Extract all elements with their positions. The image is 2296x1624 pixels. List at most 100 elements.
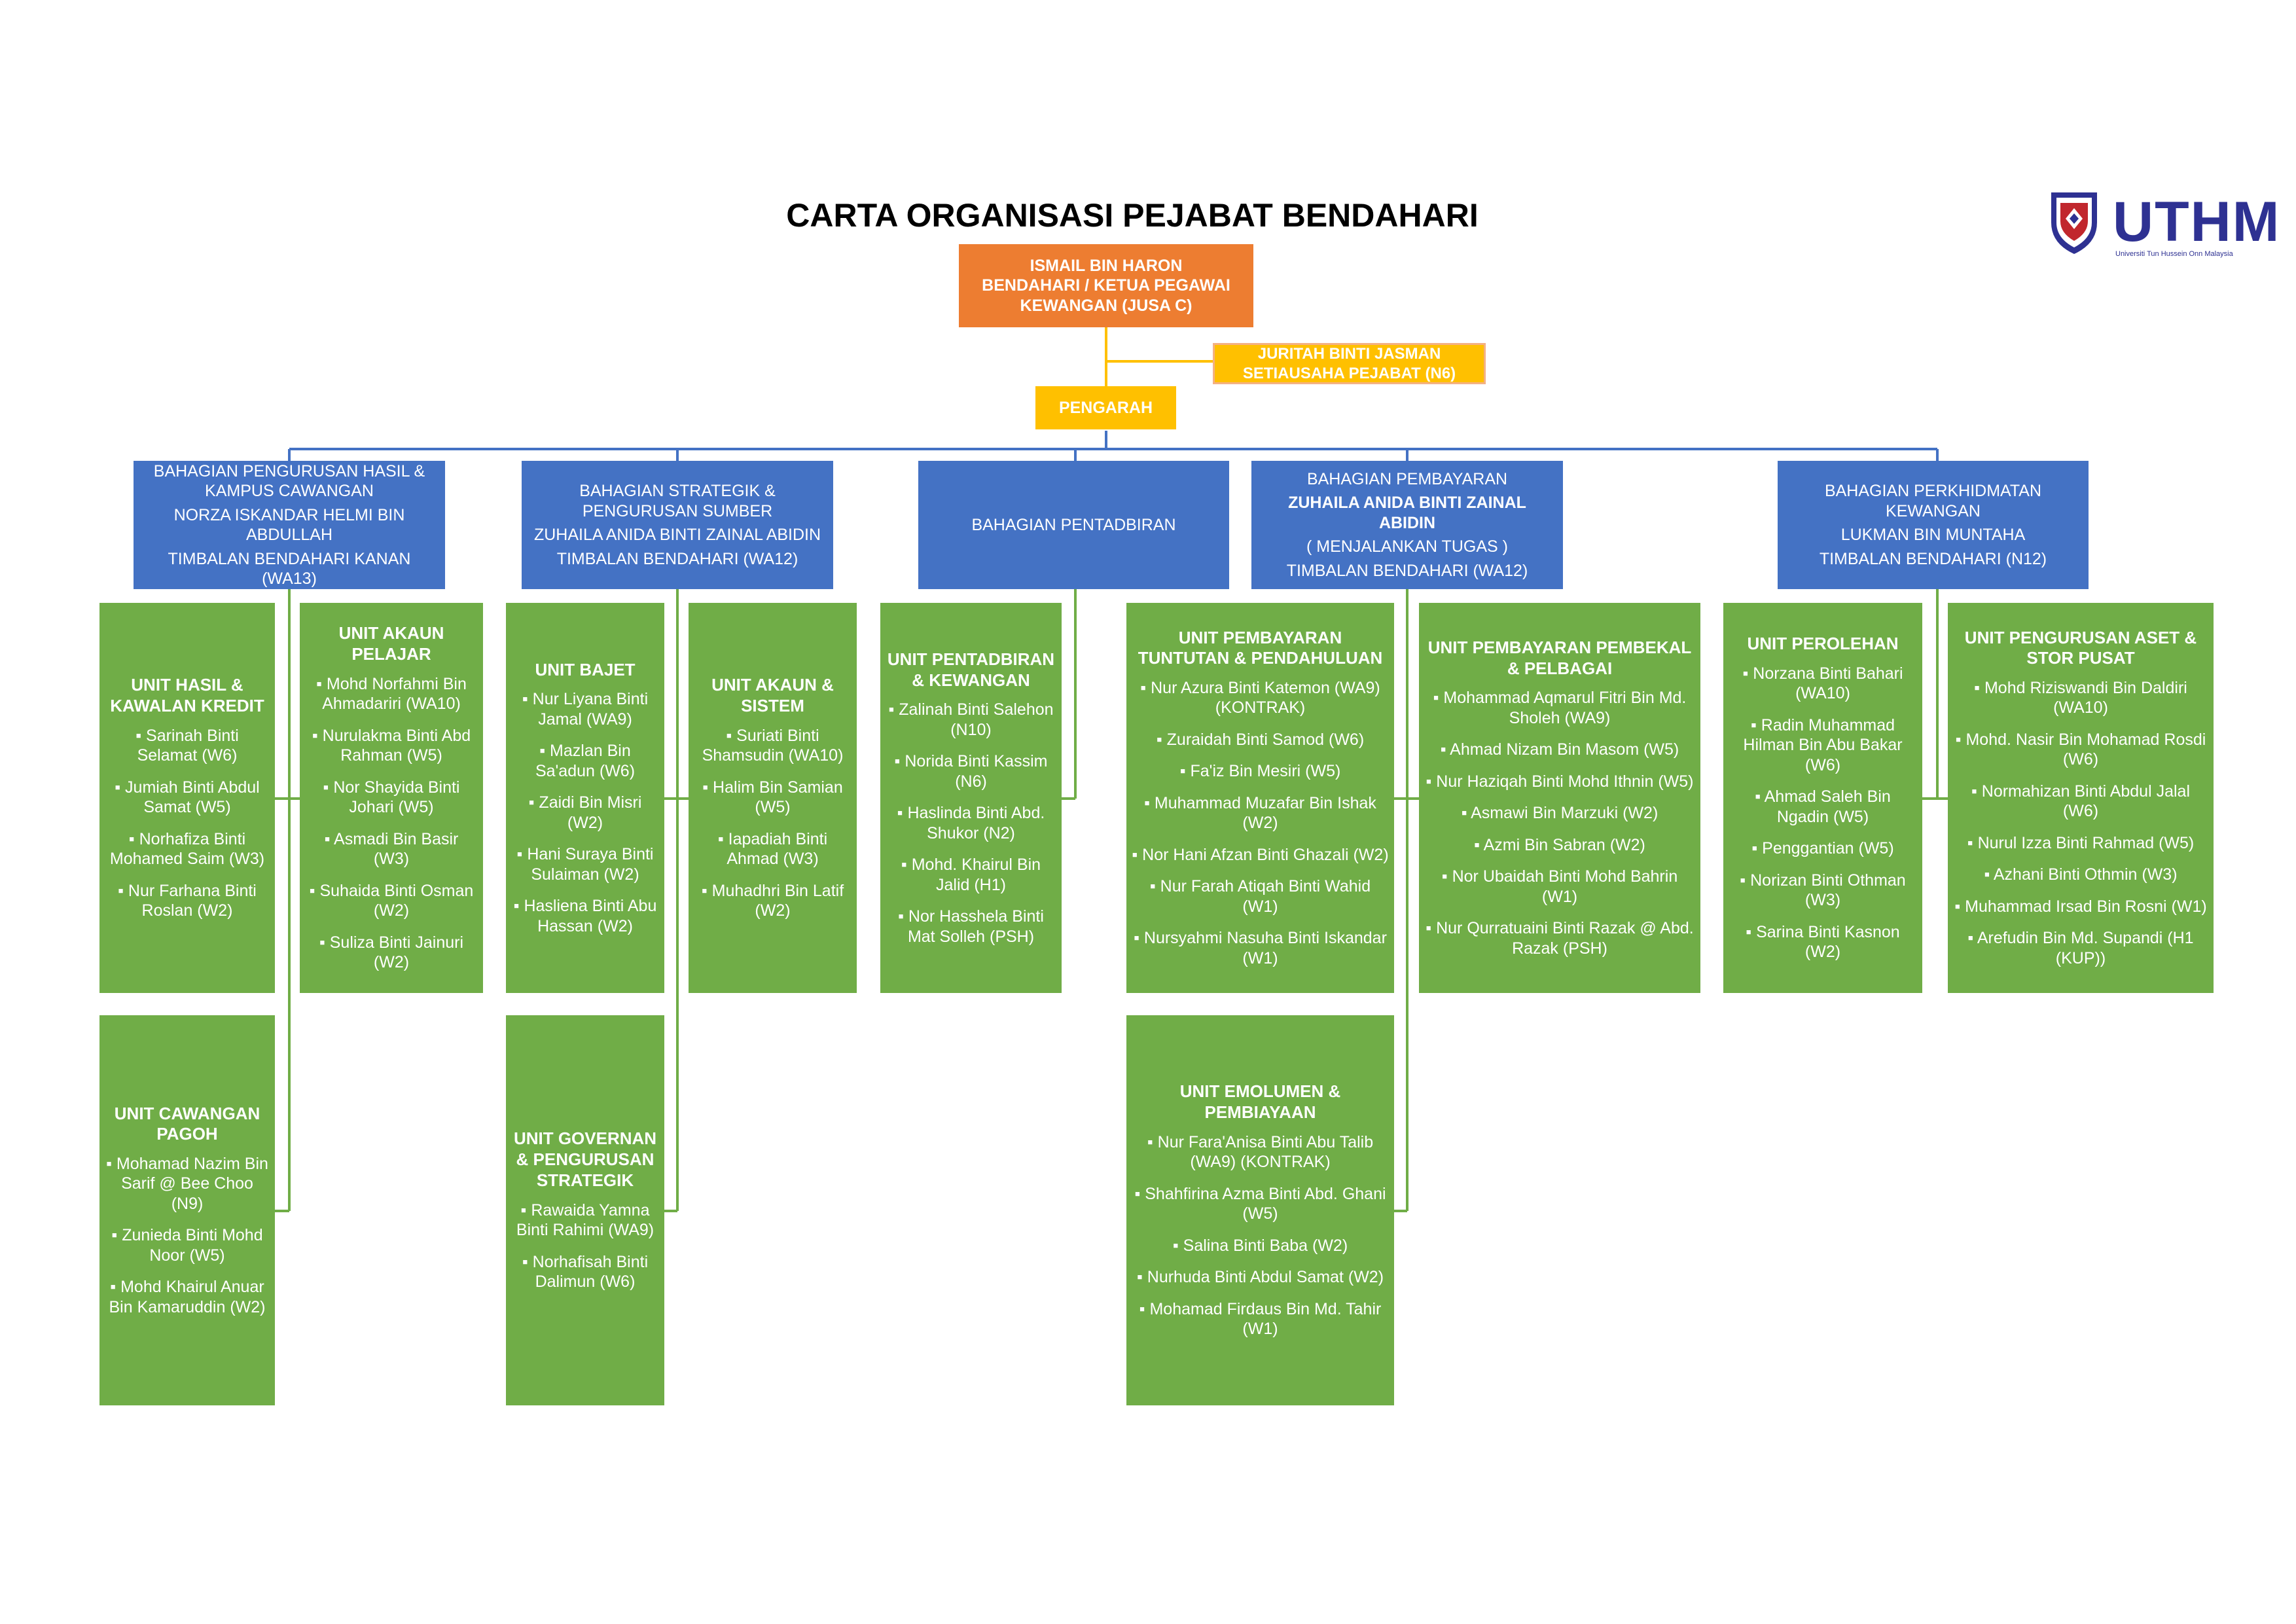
unit-member: ▪ Muhadhri Bin Latif (W2) [701, 881, 844, 920]
unit-name: UNIT AKAUN & SISTEM [711, 675, 834, 715]
unit-member: ▪ Nurhuda Binti Abdul Samat (W2) [1136, 1268, 1384, 1287]
uthm-logo: UTHM Universiti Tun Hussein Onn Malaysia [2049, 190, 2279, 265]
unit-member: ▪ Shahfirina Azma Binti Abd. Ghani (W5) [1134, 1184, 1386, 1223]
unit-box: UNIT AKAUN & SISTEM ▪ Suriati Binti Sham… [689, 603, 857, 993]
unit-member: ▪ Nur Haziqah Binti Mohd Ithnin (W5) [1426, 772, 1694, 791]
unit-member: ▪ Normahizan Binti Abdul Jalal (W6) [1971, 782, 2191, 821]
unit-members: ▪ Nur Azura Binti Katemon (WA9) (KONTRAK… [1132, 676, 1389, 969]
unit-name: UNIT HASIL & KAWALAN KREDIT [110, 675, 264, 715]
secretary-role: SETIAUSAHA PEJABAT (N6) [1242, 364, 1456, 382]
unit-box: UNIT BAJET ▪ Nur Liyana Binti Jamal (WA9… [506, 603, 664, 993]
unit-members: ▪ Mohd Riziswandi Bin Daldiri (WA10)▪ Mo… [1953, 676, 2208, 969]
unit-box: UNIT PENGURUSAN ASET & STOR PUSAT ▪ Mohd… [1948, 603, 2214, 993]
head-role-1: BENDAHARI / KETUA PEGAWAI [982, 276, 1230, 295]
unit-member: ▪ Azhani Binti Othmin (W3) [1984, 865, 2178, 884]
unit-member: ▪ Mohd Norfahmi Bin Ahmadariri (WA10) [316, 674, 467, 713]
unit-member: ▪ Mohd. Khairul Bin Jalid (H1) [901, 856, 1041, 894]
unit-box: UNIT GOVERNAN & PENGURUSAN STRATEGIK ▪ R… [506, 1015, 664, 1405]
unit-member: ▪ Norida Binti Kassim (N6) [894, 752, 1048, 791]
unit-member: ▪ Zuraidah Binti Samod (W6) [1156, 730, 1365, 749]
unit-box: UNIT EMOLUMEN & PEMBIAYAAN ▪ Nur Fara'An… [1126, 1015, 1394, 1405]
unit-member: ▪ Ahmad Saleh Bin Ngadin (W5) [1755, 787, 1891, 826]
unit-name: UNIT AKAUN PELAJAR [338, 623, 444, 664]
division-name: BAHAGIAN PEMBAYARAN [1306, 469, 1508, 488]
unit-member: ▪ Nur Farhana Binti Roslan (W2) [118, 881, 257, 920]
unit-member: ▪ Rawaida Yamna Binti Rahimi (WA9) [516, 1200, 655, 1240]
head-box: ISMAIL BIN HARON BENDAHARI / KETUA PEGAW… [959, 244, 1253, 327]
division-name: BAHAGIAN STRATEGIK & PENGURUSAN SUMBER [579, 482, 776, 520]
unit-member: ▪ Nor Hasshela Binti Mat Solleh (PSH) [898, 907, 1044, 946]
unit-member: ▪ Sarina Binti Kasnon (W2) [1746, 922, 1900, 962]
head-name: ISMAIL BIN HARON [1030, 256, 1183, 275]
unit-member: ▪ Halim Bin Samian (W5) [702, 778, 843, 817]
unit-members: ▪ Mohd Norfahmi Bin Ahmadariri (WA10) ▪ N… [305, 672, 478, 973]
unit-members: ▪ Suriati Binti Shamsudin (WA10) ▪ Halim … [694, 723, 852, 921]
unit-member: ▪ Mohamad Firdaus Bin Md. Tahir (W1) [1139, 1299, 1382, 1339]
unit-member: ▪ Norhafisah Binti Dalimun (W6) [522, 1252, 649, 1291]
unit-member: ▪ Muhammad Irsad Bin Rosni (W1) [1954, 897, 2207, 916]
unit-member: ▪ Norizan Binti Othman (W3) [1740, 871, 1906, 910]
unit-member: ▪ Nurul Izza Binti Rahmad (W5) [1967, 833, 2195, 852]
logo-brand: UTHM [2113, 190, 2281, 253]
page-title: CARTA ORGANISASI PEJABAT BENDAHARI [786, 197, 1479, 234]
unit-name: UNIT PEMBAYARAN TUNTUTAN & PENDAHULUAN [1138, 627, 1383, 668]
unit-member: ▪ Mazlan Bin Sa'adun (W6) [535, 742, 636, 780]
unit-name: UNIT PEMBAYARAN PEMBEKAL & PELBAGAI [1427, 637, 1692, 678]
unit-members: ▪ Mohamad Nazim Bin Sarif @ Bee Choo (N9… [105, 1151, 270, 1318]
unit-box: UNIT CAWANGAN PAGOH ▪ Mohamad Nazim Bin … [99, 1015, 275, 1405]
logo-tagline: Universiti Tun Hussein Onn Malaysia [2115, 250, 2233, 258]
division-person: ZUHAILA ANIDA BINTI ZAINAL ABIDIN [533, 526, 821, 544]
unit-member: ▪ Nor Shayida Binti Johari (W5) [323, 778, 460, 817]
unit-member: ▪ Mohammad Aqmarul Fitri Bin Md. Sholeh … [1433, 689, 1687, 727]
unit-member: ▪ Nur Fara'Anisa Binti Abu Talib (WA9) (… [1147, 1132, 1374, 1172]
division-role: TIMBALAN BENDAHARI (WA12) [1286, 561, 1528, 580]
unit-member: ▪ Nur Liyana Binti Jamal (WA9) [522, 690, 649, 729]
unit-member: ▪ Hani Suraya Binti Sulaiman (W2) [516, 845, 654, 884]
secretary-box: JURITAH BINTI JASMAN SETIAUSAHA PEJABAT … [1213, 343, 1486, 384]
division-name: BAHAGIAN PENTADBIRAN [971, 515, 1176, 534]
unit-member: ▪ Norzana Binti Bahari (WA10) [1742, 664, 1903, 703]
unit-member: ▪ Suliza Binti Jainuri (W2) [319, 933, 464, 972]
unit-member: ▪ Zaidi Bin Misri (W2) [528, 793, 642, 832]
unit-name: UNIT EMOLUMEN & PEMBIAYAAN [1179, 1081, 1341, 1122]
unit-member: ▪ Mohd Khairul Anuar Bin Kamaruddin (W2) [109, 1278, 266, 1316]
division-name: BAHAGIAN PENGURUSAN HASIL & KAMPUS CAWAN… [153, 461, 425, 501]
crest-icon [2051, 192, 2097, 254]
unit-member: ▪ Zalinah Binti Salehon (N10) [888, 700, 1054, 739]
unit-member: ▪ Nur Farah Atiqah Binti Wahid (W1) [1149, 877, 1371, 916]
unit-member: ▪ Asmadi Bin Basir (W3) [324, 829, 459, 869]
division-person: ZUHAILA ANIDA BINTI ZAINAL ABIDIN [1288, 494, 1526, 532]
unit-member: ▪ Nor Hani Afzan Binti Ghazali (W2) [1132, 845, 1389, 864]
unit-member: ▪ Hasliena Binti Abu Hassan (W2) [513, 897, 657, 935]
director-box: PENGARAH [1035, 386, 1176, 429]
unit-member: ▪ Nurulakma Binti Abd Rahman (W5) [312, 726, 471, 765]
division-role: TIMBALAN BENDAHARI (N12) [1819, 549, 2047, 568]
division-role: TIMBALAN BENDAHARI KANAN (WA13) [168, 549, 411, 588]
unit-box: UNIT PENTADBIRAN & KEWANGAN ▪ Zalinah Bi… [880, 603, 1062, 993]
unit-box: UNIT AKAUN PELAJAR ▪ Mohd Norfahmi Bin A… [300, 603, 483, 993]
division-box: BAHAGIAN PENTADBIRAN [918, 461, 1229, 589]
division-box: BAHAGIAN PERKHIDMATAN KEWANGAN LUKMAN BI… [1778, 461, 2089, 589]
division-box: BAHAGIAN PENGURUSAN HASIL & KAMPUS CAWAN… [134, 461, 445, 589]
secretary-name: JURITAH BINTI JASMAN [1257, 345, 1441, 363]
unit-members: ▪ Zalinah Binti Salehon (N10) ▪ Norida Bi… [886, 697, 1056, 947]
division-role: TIMBALAN BENDAHARI (WA12) [556, 549, 798, 568]
unit-member: ▪ Norhafiza Binti Mohamed Saim (W3) [109, 829, 265, 869]
unit-member: ▪ Azmi Bin Sabran (W2) [1474, 835, 1645, 854]
unit-member: ▪ Suriati Binti Shamsudin (WA10) [702, 726, 844, 765]
unit-box: UNIT PEMBAYARAN PEMBEKAL & PELBAGAI ▪ Mo… [1419, 603, 1700, 993]
unit-member: ▪ Arefudin Bin Md. Supandi (H1 (KUP)) [1967, 929, 2194, 967]
division-person: LUKMAN BIN MUNTAHA [1840, 526, 2026, 544]
unit-member: ▪ Nursyahmi Nasuha Binti Iskandar (W1) [1134, 929, 1387, 967]
unit-members: ▪ Sarinah Binti Selamat (W6)▪ Jumiah Bin… [105, 723, 270, 921]
unit-member: ▪ Salina Binti Baba (W2) [1172, 1236, 1348, 1255]
division-note: ( MENJALANKAN TUGAS ) [1306, 537, 1508, 556]
unit-member: ▪ Radin Muhammad Hilman Bin Abu Bakar (W… [1743, 715, 1903, 774]
unit-member: ▪ Penggantian (W5) [1751, 839, 1894, 858]
unit-members: ▪ Mohammad Aqmarul Fitri Bin Md. Sholeh … [1424, 685, 1695, 958]
unit-member: ▪ Muhammad Muzafar Bin Ishak (W2) [1144, 793, 1376, 833]
unit-member: ▪ Asmawi Bin Marzuki (W2) [1461, 804, 1659, 823]
unit-member: ▪ Suhaida Binti Osman (W2) [309, 881, 474, 920]
unit-member: ▪ Ahmad Nizam Bin Masom (W5) [1440, 740, 1679, 759]
unit-members: ▪ Nur Liyana Binti Jamal (WA9) ▪ Mazlan B… [511, 687, 659, 936]
